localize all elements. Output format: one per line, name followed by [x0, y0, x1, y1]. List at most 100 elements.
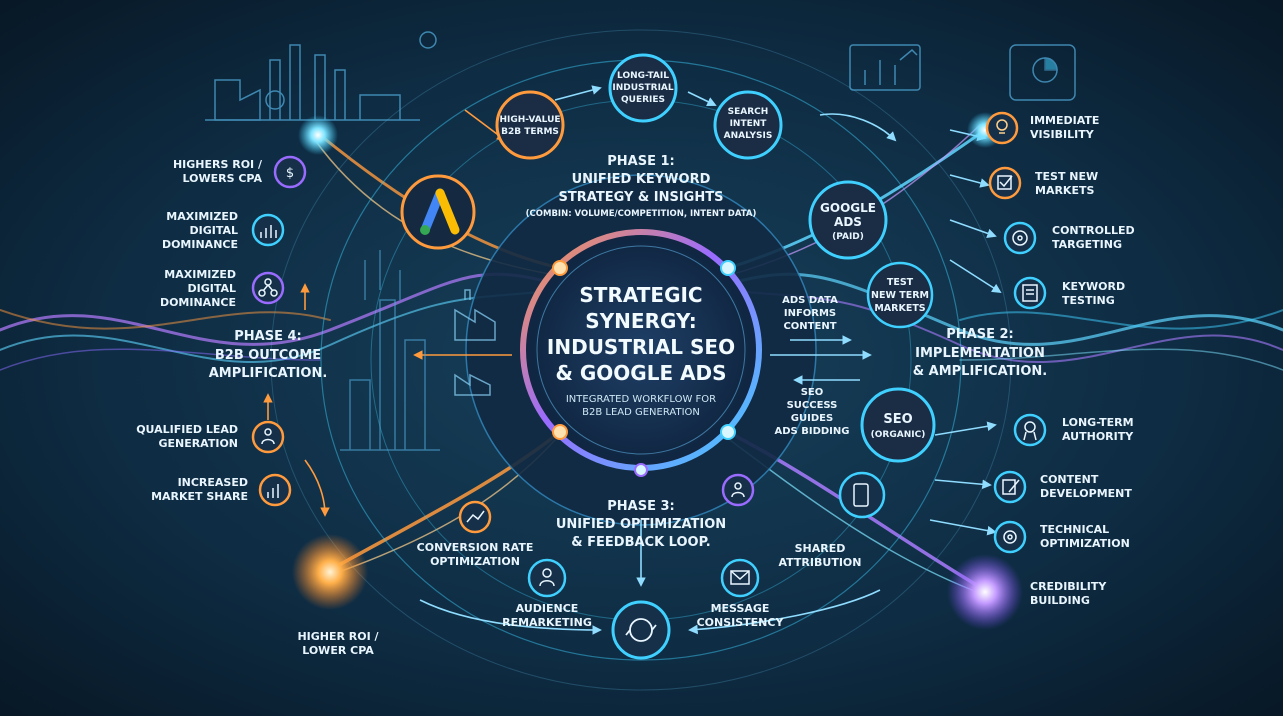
test-node-line-1: TEST: [887, 277, 914, 288]
team-icon: [731, 482, 745, 498]
google-ads-line-2: ADS: [834, 215, 862, 229]
test-node-line-2: NEW TERM: [871, 290, 929, 301]
seo-guides-line-1: SEO: [801, 387, 824, 398]
audience-remarketing-line-1: AUDIENCE: [516, 602, 579, 615]
content-development-line-2: DEVELOPMENT: [1040, 487, 1132, 500]
center-subtitle-line-1: INTEGRATED WORKFLOW FOR: [566, 394, 716, 405]
phase-3-title-1: UNIFIED OPTIMIZATION: [556, 517, 726, 532]
shared-attribution-line-1: SHARED: [795, 542, 846, 555]
phase-3-label: PHASE 3:: [607, 499, 674, 514]
message-consistency-line-2: CONSISTENCY: [697, 616, 785, 629]
envelope-icon: [730, 570, 750, 585]
keyword-testing-line-1: KEYWORD: [1062, 280, 1125, 293]
phase-1-label: PHASE 1:: [607, 154, 674, 169]
message-consistency-line-1: MESSAGE: [711, 602, 770, 615]
center-title-line-4: & GOOGLE ADS: [555, 361, 726, 385]
technical-optimization-line-1: TECHNICAL: [1040, 523, 1109, 536]
technical-optimization-item: TECHNICAL OPTIMIZATION: [993, 520, 1130, 554]
google-ads-line-1: GOOGLE: [820, 201, 876, 215]
seo-guides-bidding: SEO SUCCESS GUIDES ADS BIDDING: [775, 387, 850, 437]
long-tail-line-1: LONG-TAIL: [617, 71, 669, 81]
credibility-building-line-1: CREDIBILITY: [1030, 580, 1107, 593]
market-share-item: INCREASED MARKET SHARE: [151, 473, 292, 507]
maximized-2-line-3: DOMINANCE: [160, 296, 236, 309]
immediate-visibility-line-1: IMMEDIATE: [1030, 114, 1099, 127]
network-icon: [258, 278, 278, 297]
immediate-visibility-item: IMMEDIATE VISIBILITY: [985, 111, 1099, 145]
people-icon: [261, 428, 275, 445]
conversion-rate-item: CONVERSION RATE OPTIMIZATION: [417, 500, 533, 568]
center-title-line-2: SYNERGY:: [585, 309, 696, 333]
qualified-lead-line-2: GENERATION: [158, 437, 238, 450]
phase-4-title-2: AMPLIFICATION.: [209, 366, 328, 381]
ads-informs-content: ADS DATA INFORMS CONTENT: [782, 295, 838, 332]
core-nodes: [552, 260, 736, 477]
maximized-1-line-3: DOMINANCE: [162, 238, 238, 251]
glow-orb-purple: [947, 554, 1023, 630]
conversion-rate-line-2: OPTIMIZATION: [430, 555, 520, 568]
glow-orb-cyan-left: [298, 115, 338, 155]
phone-icon: [853, 483, 869, 507]
higher-roi-line-2: LOWER CPA: [302, 644, 374, 657]
seo-guides-line-2: SUCCESS: [787, 400, 838, 411]
long-term-authority-line-2: AUTHORITY: [1062, 430, 1134, 443]
shared-attribution-item: SHARED ATTRIBUTION: [721, 473, 861, 569]
google-ads-logo-icon: [400, 174, 476, 250]
seo-line-1: SEO: [883, 412, 912, 427]
left-top-list: $ HIGHERS ROI / LOWERS CPA MAXIMIZED DIG…: [160, 155, 307, 309]
phase-4: PHASE 4: B2B OUTCOME AMPLIFICATION.: [209, 329, 328, 381]
phase-2-label: PHASE 2:: [946, 327, 1013, 342]
market-share-line-2: MARKET SHARE: [151, 490, 248, 503]
higher-roi-label: HIGHER ROI / LOWER CPA: [297, 630, 379, 657]
refinery-icon: [340, 250, 440, 451]
audience-remarketing-line-2: REMARKETING: [502, 616, 592, 629]
checkbox-icon: [997, 175, 1013, 190]
top-node-high-value: HIGH-VALUE B2B TERMS: [495, 90, 565, 160]
test-node-line-3: MARKETS: [874, 303, 925, 314]
bottom-list: CONVERSION RATE OPTIMIZATION AUDIENCE RE…: [417, 471, 886, 660]
flow-arrows: [263, 85, 1002, 635]
dollar-icon: $: [286, 166, 294, 181]
gear-icon: [1003, 530, 1017, 544]
search-intent-line-2: INTENT: [730, 119, 768, 129]
phase-4-title-1: B2B OUTCOME: [215, 348, 321, 363]
glow-orb-orange: [292, 534, 368, 610]
center-title-line-1: STRATEGIC: [579, 283, 702, 307]
keyword-testing-line-2: TESTING: [1062, 294, 1115, 307]
phase-2: PHASE 2: IMPLEMENTATION & AMPLIFICATION.: [913, 327, 1047, 379]
high-value-line-2: B2B TERMS: [501, 127, 559, 137]
search-intent-line-1: SEARCH: [728, 107, 769, 117]
highers-roi-line-2: LOWERS CPA: [183, 172, 263, 185]
ads-informs-line-3: CONTENT: [783, 321, 836, 332]
award-icon: [1023, 421, 1037, 441]
factory-icon: [454, 289, 496, 396]
credibility-building-item: CREDIBILITY BUILDING: [1030, 580, 1107, 607]
search-intent-line-3: ANALYSIS: [724, 131, 773, 141]
long-term-authority-line-1: LONG-TERM: [1062, 416, 1134, 429]
higher-roi-line-1: HIGHER ROI /: [297, 630, 379, 643]
seo-guides-line-4: ADS BIDDING: [775, 426, 850, 437]
left-bottom-list: QUALIFIED LEAD GENERATION INCREASED MARK…: [136, 420, 292, 507]
maximized-dominance-item-1: MAXIMIZED DIGITAL DOMINANCE: [162, 210, 285, 251]
center-subtitle-line-2: B2B LEAD GENERATION: [582, 407, 700, 418]
test-markets-node: TEST NEW TERM MARKETS: [866, 261, 934, 329]
maximized-2-line-1: MAXIMIZED: [164, 268, 236, 281]
center-title-line-3: INDUSTRIAL SEO: [547, 335, 735, 359]
feedback-loop-center: [611, 600, 671, 660]
right-top-list: IMMEDIATE VISIBILITY TEST NEW MARKETS CO…: [985, 111, 1135, 310]
trend-icon: [466, 510, 485, 523]
ads-informs-line-1: ADS DATA: [782, 295, 838, 306]
message-consistency-item: MESSAGE CONSISTENCY: [697, 558, 785, 629]
growth-icon: [267, 484, 279, 498]
right-bottom-list: LONG-TERM AUTHORITY CONTENT DEVELOPMENT …: [993, 413, 1134, 607]
technical-optimization-line-2: OPTIMIZATION: [1040, 537, 1130, 550]
content-development-item: CONTENT DEVELOPMENT: [993, 470, 1132, 504]
immediate-visibility-line-2: VISIBILITY: [1030, 128, 1095, 141]
document-icon: [1022, 284, 1038, 302]
maximized-2-line-2: DIGITAL: [187, 282, 236, 295]
high-value-line-1: HIGH-VALUE: [499, 115, 560, 125]
highers-roi-line-1: HIGHERS ROI /: [173, 158, 263, 171]
core-inner-ring: [536, 245, 746, 455]
phase-1: PHASE 1: UNIFIED KEYWORD STRATEGY & INSI…: [526, 154, 757, 219]
